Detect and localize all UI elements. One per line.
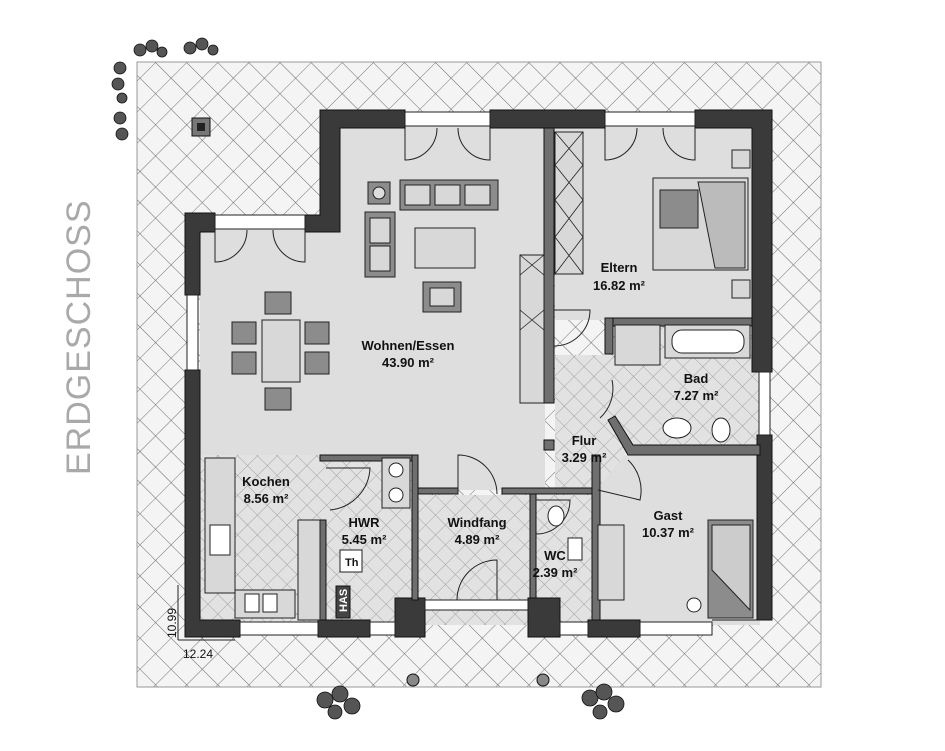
room-name-bad: Bad: [684, 371, 709, 386]
living-furniture: [364, 131, 584, 404]
room-name-hwr: HWR: [348, 515, 380, 530]
dimension-width: 12.24: [183, 647, 213, 661]
kitchen-units: [204, 457, 321, 621]
room-area-eltern: 16.82 m²: [593, 278, 646, 293]
fixture-label-has: HAS: [338, 589, 350, 612]
room-name-windfang: Windfang: [447, 515, 506, 530]
room-name-gast: Gast: [654, 508, 684, 523]
room-name-kochen: Kochen: [242, 474, 290, 489]
room-area-kochen: 8.56 m²: [244, 491, 289, 506]
plant-icons: [111, 37, 625, 720]
room-name-wc: WC: [544, 548, 566, 563]
dimension-depth: 10.99: [165, 608, 179, 638]
dining-set: [231, 291, 330, 411]
outer-walls: [184, 109, 773, 638]
room-area-hwr: 5.45 m²: [342, 532, 387, 547]
bollard-left: [406, 673, 420, 687]
room-area-flur: 3.29 m²: [562, 450, 607, 465]
bed-gast: [597, 519, 754, 619]
fixture-label-th: Th: [345, 557, 359, 569]
room-labels: Wohnen/Essen 43.90 m² Eltern 16.82 m² Ba…: [242, 260, 719, 580]
bed-eltern: [652, 149, 751, 299]
bath-fixtures: [614, 324, 751, 443]
room-area-windfang: 4.89 m²: [455, 532, 500, 547]
door-swings: [214, 127, 696, 601]
bollard-right: [536, 673, 550, 687]
room-name-flur: Flur: [572, 433, 597, 448]
hwr-wc-fixtures: [335, 457, 583, 619]
windows: [186, 111, 771, 636]
dimension-lines: [177, 585, 235, 641]
room-area-wc: 2.39 m²: [533, 565, 578, 580]
room-name-eltern: Eltern: [601, 260, 638, 275]
room-name-wohnen: Wohnen/Essen: [362, 338, 455, 353]
room-area-wohnen: 43.90 m²: [382, 355, 435, 370]
room-area-bad: 7.27 m²: [674, 388, 719, 403]
room-area-gast: 10.37 m²: [642, 525, 695, 540]
floor-title: ERDGESCHOSS: [60, 200, 98, 476]
inner-walls: [319, 127, 761, 621]
